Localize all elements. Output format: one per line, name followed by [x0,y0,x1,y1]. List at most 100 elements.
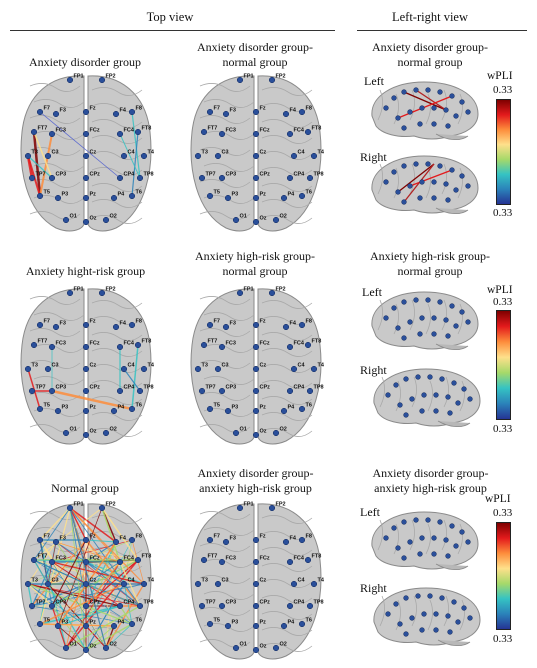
electrode-label: CP4 [294,600,306,606]
electrode-label: Oz [90,644,97,650]
electrode-node [82,622,90,630]
electrode-node [102,429,110,437]
electrode-node [112,110,120,118]
electrode-node [280,622,288,630]
colorbar1 [496,99,511,205]
electrode-node [431,315,437,321]
electrode-node [140,365,148,373]
connection-line [27,541,57,585]
electrode-node [206,536,214,544]
electrode-label: Oz [90,216,97,222]
electrode-label: FCz [90,556,100,562]
electrode-node [403,595,409,601]
electrode-node [290,365,298,373]
electrode-label: FP2 [106,74,116,80]
connection-line [33,559,87,585]
connection-line [85,583,125,651]
electrode-node [425,517,431,523]
electrode-label: Oz [90,429,97,435]
electrode-label: F7 [44,319,50,325]
electrode-node [272,644,280,652]
electrode-label: CPz [90,385,101,391]
electrode-label: Pz [260,192,267,198]
electrode-node [383,179,389,185]
right-hemisphere [257,75,322,232]
electrode-node [445,333,451,339]
electrode-label: FP1 [244,287,254,293]
electrode-node [82,152,90,160]
electrode-label: FT8 [142,339,152,345]
electrode-node [30,128,38,136]
electrode-label: T6 [136,618,142,624]
row2-left-label: Left [362,285,382,299]
electrode-label: CP3 [56,172,67,178]
electrode-node [200,128,208,136]
electrode-node [286,602,294,610]
electrode-node [194,580,202,588]
electrode-node [465,319,471,325]
electrode-label: CPz [90,600,101,606]
connection-line [33,559,87,651]
row2-col3-title: Anxiety high-risk group- normal group [370,249,490,278]
connection-line [51,561,145,585]
electrode-node [447,629,453,635]
electrode-label: F3 [230,536,236,542]
electrode-label: FP2 [106,287,116,293]
electrode-node [36,321,44,329]
electrode-label: FT7 [38,339,48,345]
electrode-node [82,343,90,351]
electrode-node [36,108,44,116]
electrode-node [391,95,397,101]
electrode-node [439,595,445,601]
electrode-label: FT7 [208,126,218,132]
electrode-node [443,317,449,323]
electrode-label: C3 [52,150,59,156]
electrode-label: O1 [70,427,77,433]
electrode-node [431,195,437,201]
electrode-label: C3 [52,363,59,369]
cerebellum [435,133,469,140]
electrode-node [66,76,74,84]
electrode-node [453,187,459,193]
electrode-node [455,400,461,406]
electrode-node [403,412,409,418]
electrode-label: FC3 [56,128,66,134]
electrode-node [403,376,409,382]
colorbar3-max: 0.33 [493,507,513,519]
brain-side-row1-right [371,155,479,214]
electrode-label: T3 [32,578,38,584]
electrode-label: CPz [260,385,271,391]
electrode-node [415,593,421,599]
electrode-node [421,611,427,617]
electrode-label: TP8 [144,385,154,391]
connection-line [33,559,121,563]
electrode-node [409,396,415,402]
electrode-node [419,315,425,321]
electrode-node [52,323,60,331]
electrode-node [455,619,461,625]
electrode-node [48,387,56,395]
electrode-label: O1 [240,427,247,433]
electrode-node [82,646,90,654]
electrode-node [24,365,32,373]
electrode-label: T4 [318,150,325,156]
electrode-label: T5 [44,403,50,409]
electrode-node [214,580,222,588]
connection-line [51,389,133,411]
electrode-label: CP4 [124,172,136,178]
electrode-label: Cz [260,150,267,156]
electrode-label: Pz [90,405,97,411]
cerebellum [435,207,469,214]
electrode-node [116,558,124,566]
electrode-node [232,216,240,224]
electrode-node [232,644,240,652]
connection-line [55,541,87,563]
electrode-node [290,580,298,588]
electrode-label: T4 [148,150,155,156]
electrode-node [445,394,451,400]
electrode-node [116,174,124,182]
connection-line [85,539,117,543]
electrode-node [397,621,403,627]
electrode-node [268,76,276,84]
